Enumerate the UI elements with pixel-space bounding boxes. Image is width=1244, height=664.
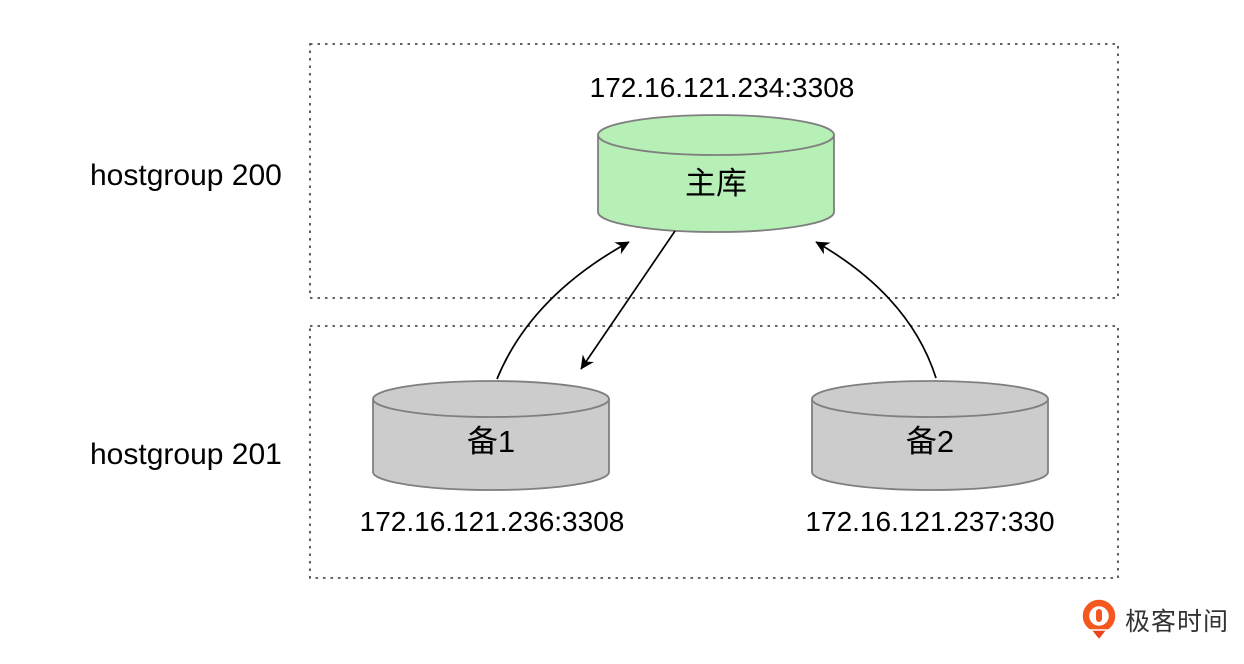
master-node: 主库 [597,114,835,233]
replica-1-node: 备1 [372,380,610,491]
replica-2-node: 备2 [811,380,1049,491]
hostgroup-201-label: hostgroup 201 [90,438,282,471]
master-address: 172.16.121.234:3308 [589,72,855,103]
replica-1-cylinder-top [372,380,610,418]
hostgroup-201-box [309,325,1119,579]
hostgroup-200-box [309,43,1119,299]
edge-replica2-to-master [815,241,937,379]
replica-2-address: 172.16.121.237:330 [805,506,1055,537]
edge-master-to-replica1 [580,230,676,370]
edge-replica1-to-master [496,241,630,380]
master-node-label: 主库 [685,166,747,201]
geektime-logo-icon [1082,599,1116,642]
brand-logo: 极客时间 [1080,598,1229,642]
replica-1-cylinder-body [372,399,610,491]
geektime-logo-text: 极客时间 [1125,608,1230,636]
master-cylinder-top [597,114,835,156]
replica-1-address: 172.16.121.236:3308 [359,506,625,537]
hostgroup-200-label: hostgroup 200 [90,159,282,192]
replica-1-node-label: 备1 [467,424,515,459]
replica-2-node-label: 备2 [906,424,954,459]
master-cylinder-body [597,135,835,233]
replica-2-cylinder-body [811,399,1049,491]
replica-2-cylinder-top [811,380,1049,418]
